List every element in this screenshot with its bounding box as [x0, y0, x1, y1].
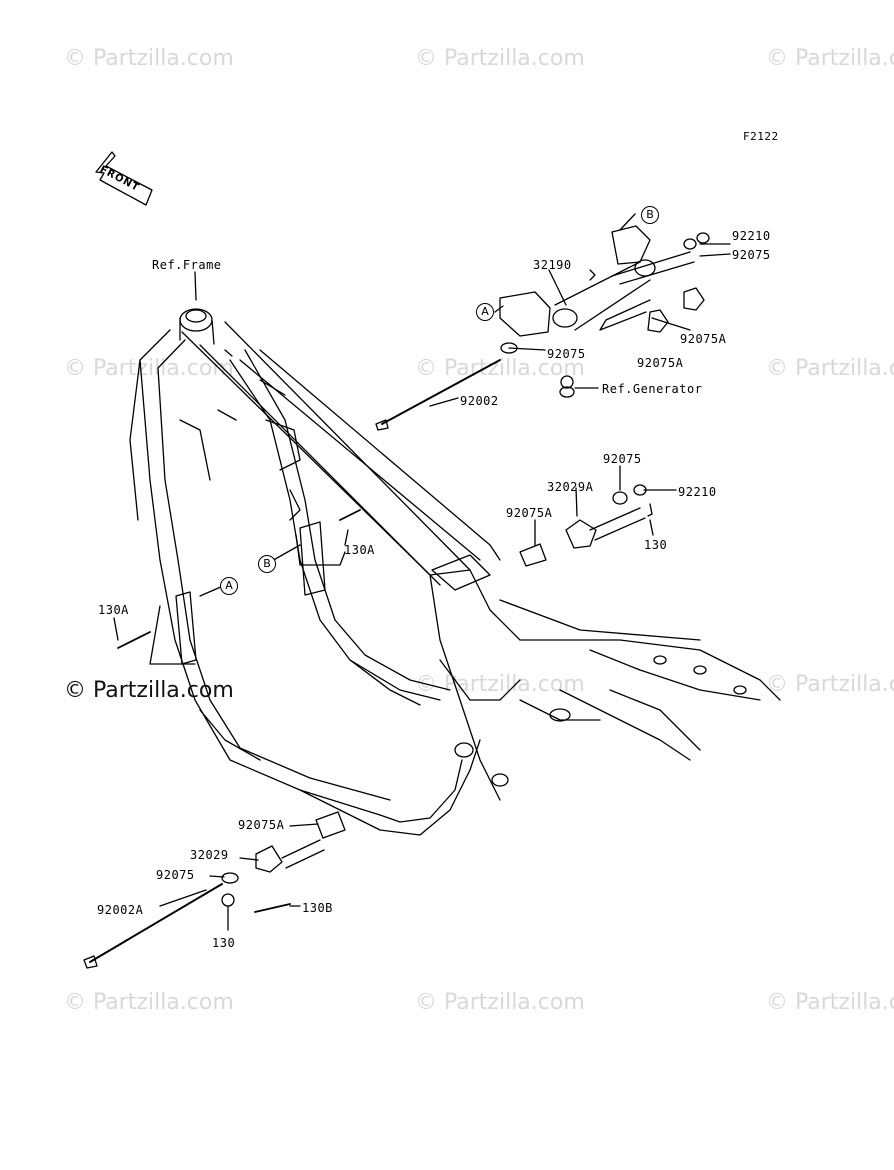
part-label: 92075	[732, 248, 771, 262]
part-label: 130	[644, 538, 668, 552]
ref-generator-label: Ref.Generator	[602, 382, 703, 396]
part-label: 32190	[533, 258, 572, 272]
part-label: 130	[212, 936, 236, 950]
watermark: © Partzilla.com	[415, 46, 585, 71]
watermark: © Partzilla.com	[64, 356, 234, 381]
callout-b-upper: B	[641, 206, 659, 224]
part-label: 92075A	[238, 818, 285, 832]
watermark: © Partzilla.com	[766, 672, 894, 697]
watermark: © Partzilla.com	[766, 46, 894, 71]
part-label: 130B	[302, 901, 333, 915]
watermark: © Partzilla.com	[415, 672, 585, 697]
watermark: © Partzilla.com	[64, 990, 234, 1015]
part-label: 92075	[156, 868, 195, 882]
center-mount-assembly	[519, 484, 653, 567]
partzilla-watermark: © Partzilla.com	[64, 678, 234, 703]
part-label: 92075A	[680, 332, 727, 346]
callout-a-lower: A	[220, 577, 238, 595]
part-label: 32029A	[547, 480, 594, 494]
part-label: 130A	[344, 543, 375, 557]
watermark: © Partzilla.com	[415, 990, 585, 1015]
part-label: 92075A	[506, 506, 553, 520]
watermark: © Partzilla.com	[766, 990, 894, 1015]
part-label: 92002	[460, 394, 499, 408]
watermark: © Partzilla.com	[64, 46, 234, 71]
part-label: 92075	[547, 347, 586, 361]
part-label: 92210	[732, 229, 771, 243]
upper-mount-bracket	[499, 225, 710, 354]
callout-a-upper: A	[476, 303, 494, 321]
front-arrow-icon	[95, 151, 153, 206]
diagram-code: F2122	[743, 130, 779, 143]
ref-frame-label: Ref.Frame	[152, 258, 222, 272]
part-label: 92075	[603, 452, 642, 466]
callout-b-lower: B	[258, 555, 276, 573]
part-label: 92075A	[637, 356, 684, 370]
watermark: © Partzilla.com	[766, 356, 894, 381]
part-label: 32029	[190, 848, 229, 862]
part-label: 92002A	[97, 903, 144, 917]
part-label: 92210	[678, 485, 717, 499]
part-label: 130A	[98, 603, 129, 617]
